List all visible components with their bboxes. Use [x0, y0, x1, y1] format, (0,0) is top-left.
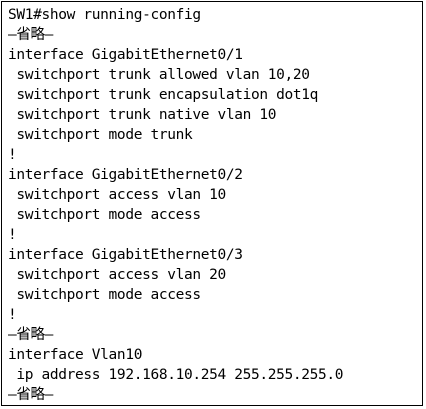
config-line: switchport trunk allowed vlan 10,20 — [8, 67, 310, 83]
config-separator: ! — [8, 307, 17, 323]
config-separator: ! — [8, 227, 17, 243]
config-line: switchport mode trunk — [8, 127, 193, 143]
omission-marker: —省略— — [8, 387, 54, 403]
config-line: interface GigabitEthernet0/1 — [8, 47, 243, 63]
config-line: switchport access vlan 20 — [8, 267, 226, 283]
config-line: switchport mode access — [8, 287, 201, 303]
config-line: switchport access vlan 10 — [8, 187, 226, 203]
omission-marker: —省略— — [8, 327, 54, 343]
config-line: interface GigabitEthernet0/3 — [8, 247, 243, 263]
config-line: interface Vlan10 — [8, 347, 143, 363]
config-line: switchport mode access — [8, 207, 201, 223]
config-line: interface GigabitEthernet0/2 — [8, 167, 243, 183]
config-separator: ! — [8, 147, 17, 163]
config-line: ip address 192.168.10.254 255.255.255.0 — [8, 367, 344, 383]
config-line: switchport trunk encapsulation dot1q — [8, 87, 319, 103]
config-line: switchport trunk native vlan 10 — [8, 107, 277, 123]
omission-marker: —省略— — [8, 27, 54, 43]
command-line: SW1#show running-config — [8, 7, 201, 23]
